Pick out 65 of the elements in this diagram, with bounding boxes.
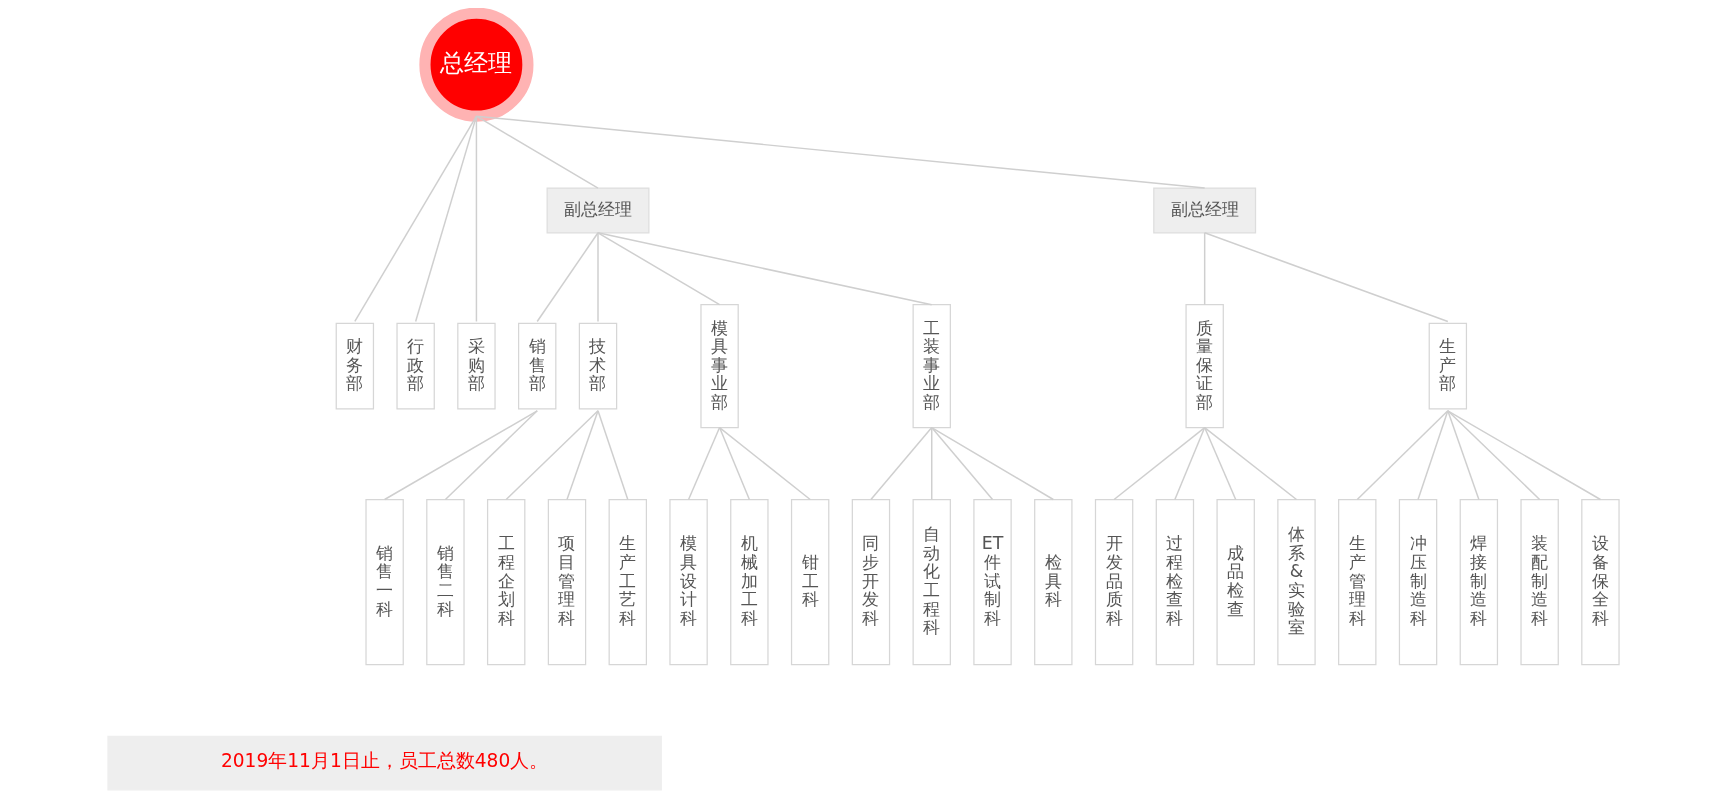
node-box: 开发品质科 [1094,498,1133,666]
connector [718,426,750,501]
node-box: 副总经理 [1152,187,1256,234]
node-box: 冲压制造科 [1398,498,1437,666]
connector [414,115,477,323]
node-box: 自动化工程科 [912,498,951,666]
connector [383,410,538,501]
connector [596,410,629,501]
node-box: 工装事业部 [912,304,951,429]
node-box: 模具设计科 [668,498,708,666]
connector [504,410,599,501]
node-box: 钳工科 [790,498,829,666]
node-box: ET件试制科 [972,498,1012,666]
connector [535,232,599,323]
connector [444,410,538,501]
connector [1203,426,1297,501]
connector [596,232,932,306]
node-box: 技术部 [578,322,617,410]
node-box: 财务部 [335,322,374,410]
node-box: 销售二科 [425,498,465,666]
node-box: 设备保全科 [1580,498,1620,666]
connector [353,115,477,323]
connector [1446,410,1601,501]
connector [1446,410,1540,501]
connector [718,426,811,501]
connector [1203,232,1449,323]
connector [930,426,1054,501]
connector [1416,410,1449,501]
connector [1356,410,1449,501]
node-box: 生产管理科 [1337,498,1376,666]
node-box: 质量保证部 [1184,304,1224,429]
connector [475,115,599,189]
node-box: 工程企划科 [486,498,525,666]
node-box: 体系&实验室 [1276,498,1316,666]
connector [475,115,477,323]
node-box: 机械加工科 [729,498,769,666]
node-box: 行政部 [395,322,435,410]
node-box: 同步开发科 [851,498,890,666]
node-box: 销售部 [517,322,556,410]
connector [565,410,599,501]
connector [1203,232,1205,306]
connector [596,232,720,306]
node-box: 生产工艺科 [608,498,647,666]
connector [930,426,993,501]
connector [687,426,720,501]
node-box: 项目管理科 [547,498,586,666]
connector [930,426,932,501]
node-box: 采购部 [456,322,496,410]
connector [596,232,599,323]
node-box: 模具事业部 [699,304,739,429]
connector [869,426,932,501]
node-box: 副总经理 [546,187,649,234]
connector [1112,426,1205,501]
connector [475,115,1205,189]
node-box: 销售一科 [364,498,404,666]
connector [1173,426,1205,501]
connector [1203,426,1236,501]
node-box: 成品检查 [1215,498,1255,666]
node-box: 生产部 [1428,322,1467,410]
connector [1446,410,1480,501]
node-box: 过程检查科 [1155,498,1194,666]
node-box: 装配制造科 [1519,498,1559,666]
node-box: 检具科 [1033,498,1073,666]
node-box: 焊接制造科 [1459,498,1498,666]
node-circle: 总经理 [418,8,533,122]
